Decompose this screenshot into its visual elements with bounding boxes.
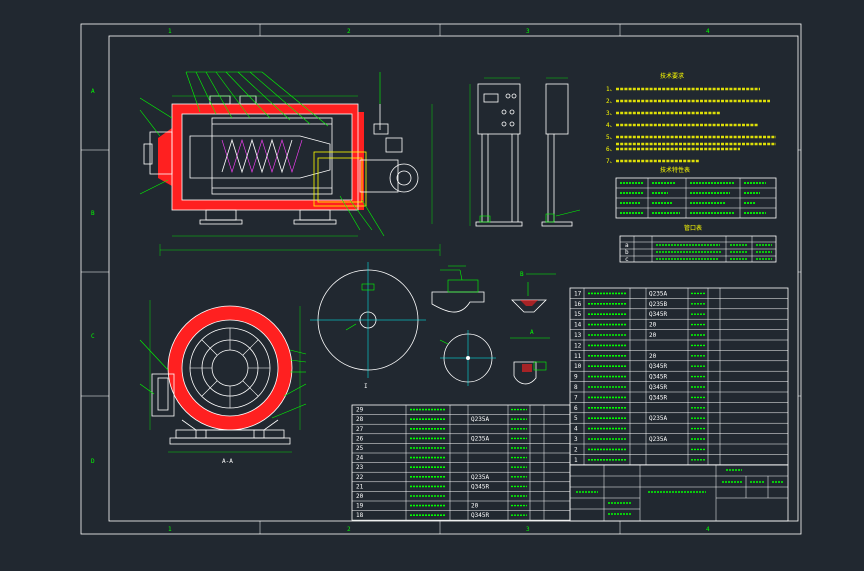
right-part-no: 17: [574, 290, 582, 297]
left-part-material: Q235A: [471, 474, 489, 481]
column-marker-bottom-1: 1: [168, 526, 172, 533]
detail-b-label: B: [520, 271, 524, 278]
left-part-material: Q345R: [471, 483, 489, 490]
right-part-material: Q235A: [649, 415, 667, 422]
right-part-no: 10: [574, 363, 582, 370]
right-part-no: 1: [574, 457, 578, 464]
nozzle-row-a-mark: a: [625, 242, 629, 249]
right-part-no: 15: [574, 311, 582, 318]
left-part-material: Q345R: [471, 512, 489, 519]
left-part-no: 26: [356, 435, 364, 442]
right-part-material: Q345R: [649, 394, 667, 401]
section-aa-label: A-A: [222, 458, 233, 465]
left-part-no: 24: [356, 455, 364, 462]
detail-a-weld[interactable]: [431, 265, 485, 313]
right-part-no: 6: [574, 405, 578, 412]
tech-req-item-4: 4、: [606, 122, 616, 129]
column-marker-bottom-3: 3: [526, 526, 530, 533]
right-part-no: 14: [574, 322, 582, 329]
column-marker-top-4: 4: [706, 28, 710, 35]
right-part-no: 8: [574, 384, 578, 391]
right-part-material: 20: [649, 353, 657, 360]
control-cabinet-side-view[interactable]: [541, 77, 581, 227]
technical-characteristics-table: 技术特性表: [615, 166, 777, 219]
tech-req-item-2: 2、: [606, 98, 616, 105]
left-part-no: 25: [356, 445, 364, 452]
column-marker-top-1: 1: [168, 28, 172, 35]
boiler-side-section[interactable]: [139, 71, 441, 256]
right-part-material: Q345R: [649, 384, 667, 391]
left-part-no: 27: [356, 426, 364, 433]
right-part-no: 9: [574, 374, 578, 381]
left-part-no: 20: [356, 493, 364, 500]
column-marker-bottom-4: 4: [706, 526, 710, 533]
left-part-no: 23: [356, 464, 364, 471]
right-part-no: 7: [574, 394, 578, 401]
tech-requirements-title: 技术要求: [660, 72, 684, 80]
right-part-material: Q235A: [649, 436, 667, 443]
column-marker-top-2: 2: [347, 28, 351, 35]
left-part-no: 22: [356, 474, 364, 481]
drawing-frame: 1 2 3 4 1 2 3 4 A B C D: [80, 23, 802, 535]
tech-req-item-1: 1、: [606, 86, 616, 93]
nozzle-table-title: 管口表: [684, 224, 702, 232]
right-part-no: 11: [574, 353, 582, 360]
left-part-no: 19: [356, 503, 364, 510]
right-part-no: 5: [574, 415, 578, 422]
tech-req-item-5: 5、: [606, 134, 616, 141]
detail-flange-circle[interactable]: [439, 330, 496, 386]
row-marker-b: B: [91, 210, 95, 217]
right-part-no: 2: [574, 446, 578, 453]
right-part-no: 3: [574, 436, 578, 443]
detail-a-label: A: [530, 329, 534, 336]
technical-requirements: 技术要求 1、 2、 3、 4、 5、 6、 7、: [606, 72, 776, 165]
left-part-no: 28: [356, 416, 364, 423]
tech-req-item-6: 6、: [606, 146, 616, 153]
column-marker-top-3: 3: [526, 28, 530, 35]
right-part-no: 12: [574, 342, 582, 349]
left-part-no: 29: [356, 407, 364, 414]
right-part-no: 16: [574, 301, 582, 308]
title-block: [569, 464, 789, 522]
row-marker-d: D: [91, 458, 95, 465]
right-part-material: Q345R: [649, 311, 667, 318]
end-plate-detail-label: I: [364, 383, 368, 390]
left-part-material: Q235A: [471, 416, 489, 423]
right-part-material: Q345R: [649, 374, 667, 381]
end-plate-view[interactable]: I: [310, 262, 426, 390]
row-marker-a: A: [91, 88, 95, 95]
column-marker-bottom-2: 2: [347, 526, 351, 533]
right-part-material: Q235A: [649, 290, 667, 297]
tech-req-item-7: 7、: [606, 158, 616, 165]
left-part-no: 21: [356, 483, 364, 490]
nozzle-row-b-mark: b: [625, 249, 629, 256]
nozzle-table: 管口表 a b c: [619, 224, 777, 263]
detail-a-section[interactable]: A: [510, 329, 550, 385]
detail-b-weld[interactable]: B: [511, 271, 556, 313]
right-part-no: 4: [574, 426, 578, 433]
right-part-material: Q345R: [649, 363, 667, 370]
control-cabinet-front-view[interactable]: [469, 77, 523, 227]
row-marker-c: C: [91, 333, 95, 340]
right-part-material: 20: [649, 332, 657, 339]
right-part-material: Q235B: [649, 301, 667, 308]
tech-req-item-3: 3、: [606, 110, 616, 117]
tech-characteristics-title: 技术特性表: [660, 166, 690, 174]
nozzle-row-c-mark: c: [625, 256, 629, 263]
left-part-material: 20: [471, 503, 479, 510]
right-part-material: 20: [649, 322, 657, 329]
left-part-material: Q235A: [471, 435, 489, 442]
boiler-front-section-aa[interactable]: A-A: [139, 300, 307, 465]
left-part-no: 18: [356, 512, 364, 519]
right-part-no: 13: [574, 332, 582, 339]
